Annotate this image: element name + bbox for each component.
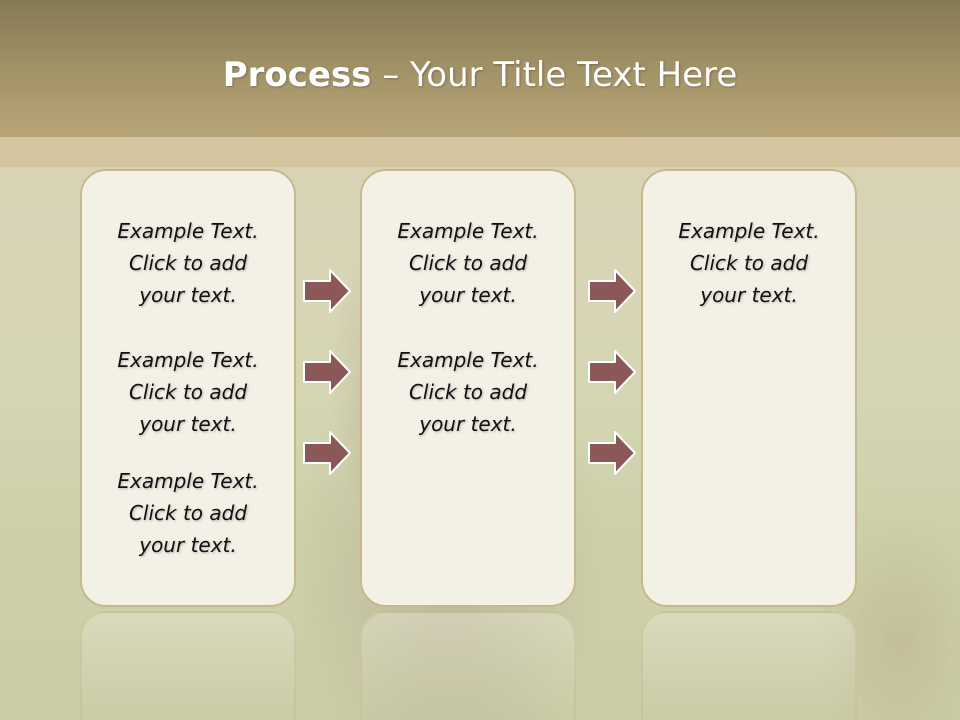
title-bold: Process: [222, 55, 372, 95]
text-block[interactable]: Example Text. Click to add your text.: [362, 344, 574, 440]
box-reflection: [360, 611, 576, 720]
slide-title[interactable]: Process – Your Title Text Here: [0, 52, 960, 98]
text-line: your text.: [419, 283, 517, 307]
process-box-2[interactable]: Example Text. Click to add your text. Ex…: [360, 169, 576, 607]
text-line: Example Text.: [117, 348, 259, 372]
text-line: your text.: [139, 283, 237, 307]
text-block[interactable]: Example Text. Click to add your text.: [82, 215, 294, 311]
right-arrow-icon: [303, 350, 351, 394]
text-line: Click to add: [128, 251, 248, 275]
right-arrow-icon: [588, 269, 636, 313]
right-arrow-icon: [588, 350, 636, 394]
title-band: [0, 137, 960, 167]
title-rest: – Your Title Text Here: [371, 55, 738, 95]
text-line: Example Text.: [678, 219, 820, 243]
text-block[interactable]: Example Text. Click to add your text.: [82, 344, 294, 440]
text-line: Click to add: [689, 251, 809, 275]
text-line: Click to add: [408, 380, 528, 404]
box-reflection: [641, 611, 857, 720]
process-box-1[interactable]: Example Text. Click to add your text. Ex…: [80, 169, 296, 607]
text-block[interactable]: Example Text. Click to add your text.: [362, 215, 574, 311]
text-line: your text.: [700, 283, 798, 307]
right-arrow-icon: [303, 269, 351, 313]
text-line: Click to add: [408, 251, 528, 275]
box-reflection: [80, 611, 296, 720]
text-line: Example Text.: [397, 348, 539, 372]
text-block[interactable]: Example Text. Click to add your text.: [643, 215, 855, 311]
title-bar: [0, 0, 960, 137]
right-arrow-icon: [303, 431, 351, 475]
text-line: your text.: [139, 533, 237, 557]
text-block[interactable]: Example Text. Click to add your text.: [82, 465, 294, 561]
text-line: Click to add: [128, 501, 248, 525]
process-box-3[interactable]: Example Text. Click to add your text.: [641, 169, 857, 607]
text-line: your text.: [419, 412, 517, 436]
text-line: your text.: [139, 412, 237, 436]
right-arrow-icon: [588, 431, 636, 475]
text-line: Example Text.: [397, 219, 539, 243]
text-line: Click to add: [128, 380, 248, 404]
text-line: Example Text.: [117, 469, 259, 493]
text-line: Example Text.: [117, 219, 259, 243]
